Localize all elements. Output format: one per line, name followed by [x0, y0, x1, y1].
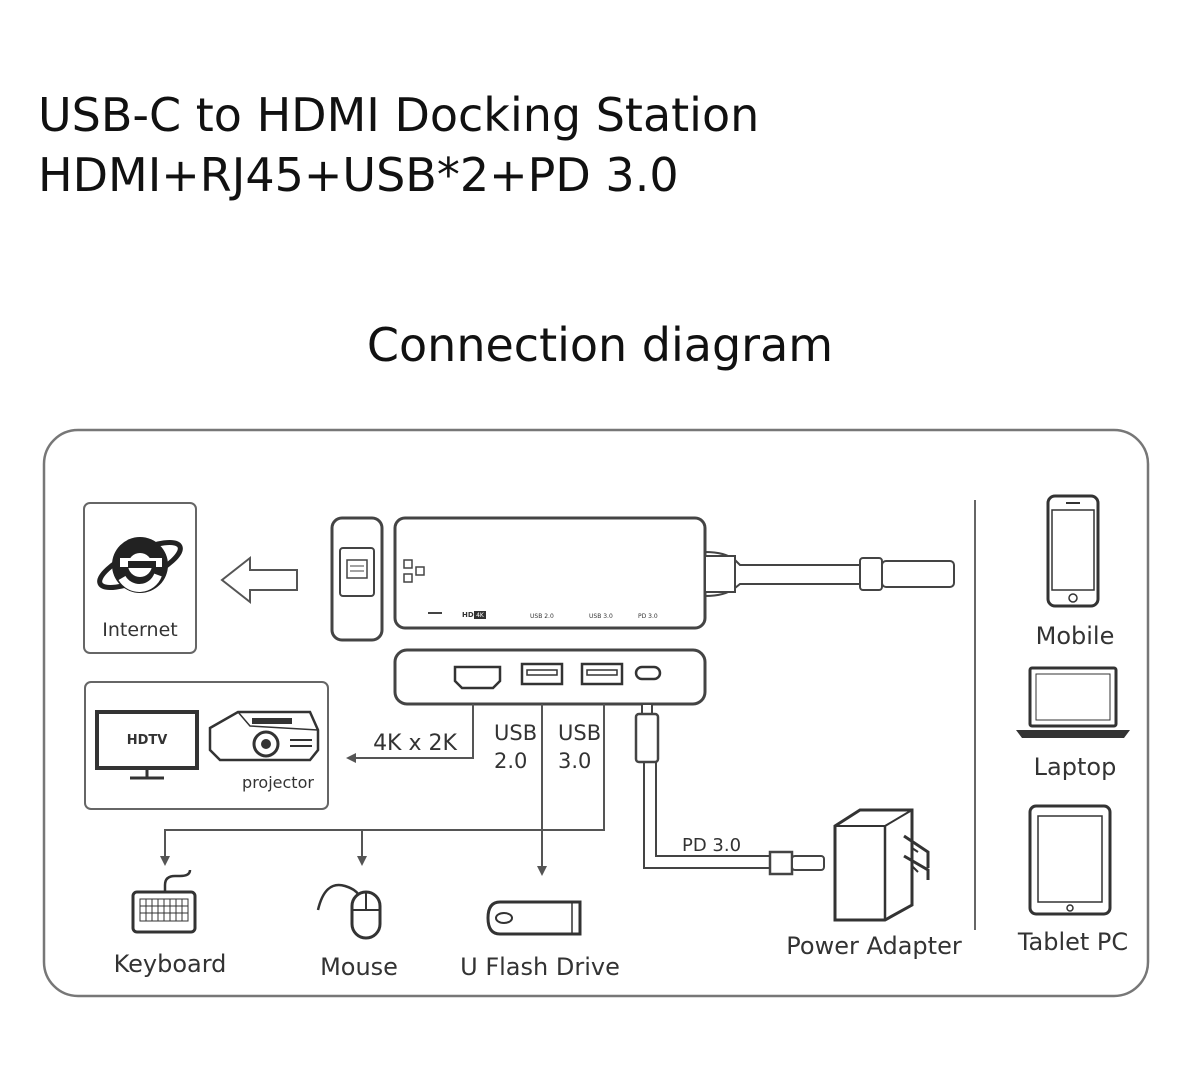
page-subtitle: HDMI+RJ45+USB*2+PD 3.0 — [38, 148, 679, 202]
section-title: Connection diagram — [366, 318, 834, 372]
usb3-connection — [160, 704, 605, 866]
hub-front-view — [393, 648, 707, 706]
usb3-label-line2: 3.0 — [558, 749, 591, 773]
usb2-label-line1: USB — [494, 721, 537, 745]
diagram-frame — [42, 428, 1150, 998]
page-title: USB-C to HDMI Docking Station — [38, 88, 760, 142]
usb3-port — [580, 662, 624, 686]
resolution-label: 4K x 2K — [373, 731, 457, 756]
projector-icon — [208, 710, 320, 762]
pd-cable — [634, 703, 825, 876]
display-box: HDTV projector — [84, 681, 329, 810]
usb2-connection — [537, 704, 547, 876]
flash-drive-label: U Flash Drive — [460, 953, 620, 981]
4k-badge — [474, 611, 486, 619]
usb2-label-line2: 2.0 — [494, 749, 527, 773]
hdmi-port — [453, 665, 502, 690]
laptop-icon — [1016, 666, 1130, 738]
hdtv-label: HDTV — [127, 733, 168, 748]
usb3-port-label: USB 3.0 — [589, 613, 613, 620]
mobile-icon — [1046, 494, 1100, 608]
internet-explorer-icon — [97, 537, 183, 593]
hdtv-icon: HDTV — [95, 710, 199, 780]
usb3-label-line1: USB — [558, 721, 601, 745]
mouse-label: Mouse — [320, 953, 398, 981]
arrow-head-icon — [346, 753, 356, 763]
tablet-label: Tablet PC — [1017, 928, 1128, 956]
power-adapter-icon — [833, 808, 930, 922]
pd-port-label: PD 3.0 — [638, 613, 658, 620]
power-adapter-label: Power Adapter — [786, 932, 962, 960]
mobile-label: Mobile — [1036, 622, 1115, 650]
usb-c-cable — [704, 551, 955, 597]
keyboard-label: Keyboard — [114, 950, 227, 978]
internet-box: Internet — [83, 502, 197, 654]
pd-label: PD 3.0 — [682, 835, 741, 856]
4k-badge-text: 4K — [476, 612, 485, 619]
flash-drive-icon — [486, 900, 582, 936]
keyboard-icon — [131, 869, 197, 934]
hdmi-connection — [346, 704, 474, 763]
hdmi-port-label: HD — [462, 611, 474, 619]
usb-c-pd-port — [634, 665, 662, 681]
mouse-icon — [316, 883, 382, 940]
tablet-icon — [1028, 804, 1112, 916]
rj45-port — [330, 516, 384, 642]
internet-label: Internet — [102, 619, 177, 641]
network-icon — [403, 559, 425, 583]
usb2-port-label: USB 2.0 — [530, 613, 554, 620]
arrow-left-icon — [220, 555, 298, 605]
projector-label: projector — [242, 773, 314, 792]
usb2-port — [520, 662, 564, 686]
hub-top-view: HD 4K USB 2.0 USB 3.0 PD 3.0 — [393, 516, 707, 630]
usb-c-plug — [881, 560, 955, 588]
laptop-label: Laptop — [1034, 753, 1117, 781]
